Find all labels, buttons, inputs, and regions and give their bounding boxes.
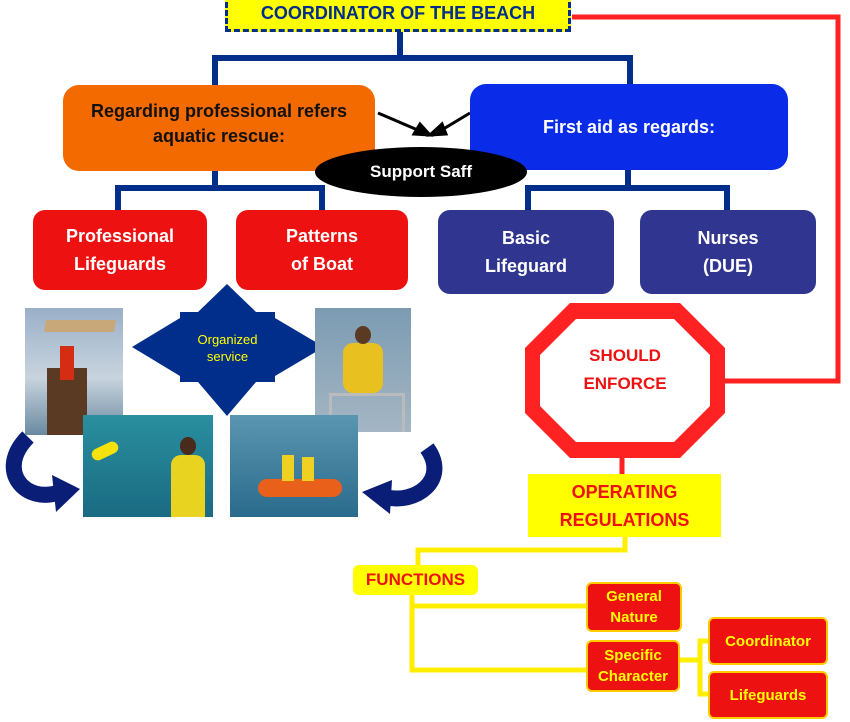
basic-lifeguard-box: Basic Lifeguard [438,210,614,294]
specific-character-box: Specific Character [586,640,680,692]
operating-regulations-box: OPERATING REGULATIONS [528,474,721,537]
professional-lifeguards-box: Professional Lifeguards [33,210,207,290]
photo-swimmer-rescue [83,415,213,517]
photo-rescue-boat [230,415,358,517]
should-enforce-label: SHOULD ENFORCE [583,346,667,393]
patterns-of-boat-box: Patterns of Boat [236,210,408,290]
stop-sign-inner [540,319,710,442]
photo-lifeguard-chair [315,308,411,432]
lifeguards-role-box: Lifeguards [708,671,828,719]
first-aid-box: First aid as regards: [470,84,788,170]
aquatic-rescue-box: Regarding professional refers aquatic re… [63,85,375,171]
curved-arrow-left-icon [5,431,80,512]
support-arrows [377,111,471,137]
coordinator-role-box: Coordinator [708,617,828,665]
yellow-connectors [409,536,712,697]
nurses-box: Nurses (DUE) [640,210,816,294]
coordinator-box: COORDINATOR OF THE BEACH [225,0,571,32]
curved-arrow-right-icon [362,443,443,514]
photo-lifeguard-tower [25,308,123,435]
functions-box: FUNCTIONS [353,565,478,595]
top-tree-connectors [115,32,730,212]
organized-service-label: Organized service [197,332,258,364]
support-staff-ellipse: Support Saff [315,147,527,197]
general-nature-box: General Nature [586,582,682,632]
four-way-arrow-icon [132,284,324,416]
feedback-line [572,14,841,384]
